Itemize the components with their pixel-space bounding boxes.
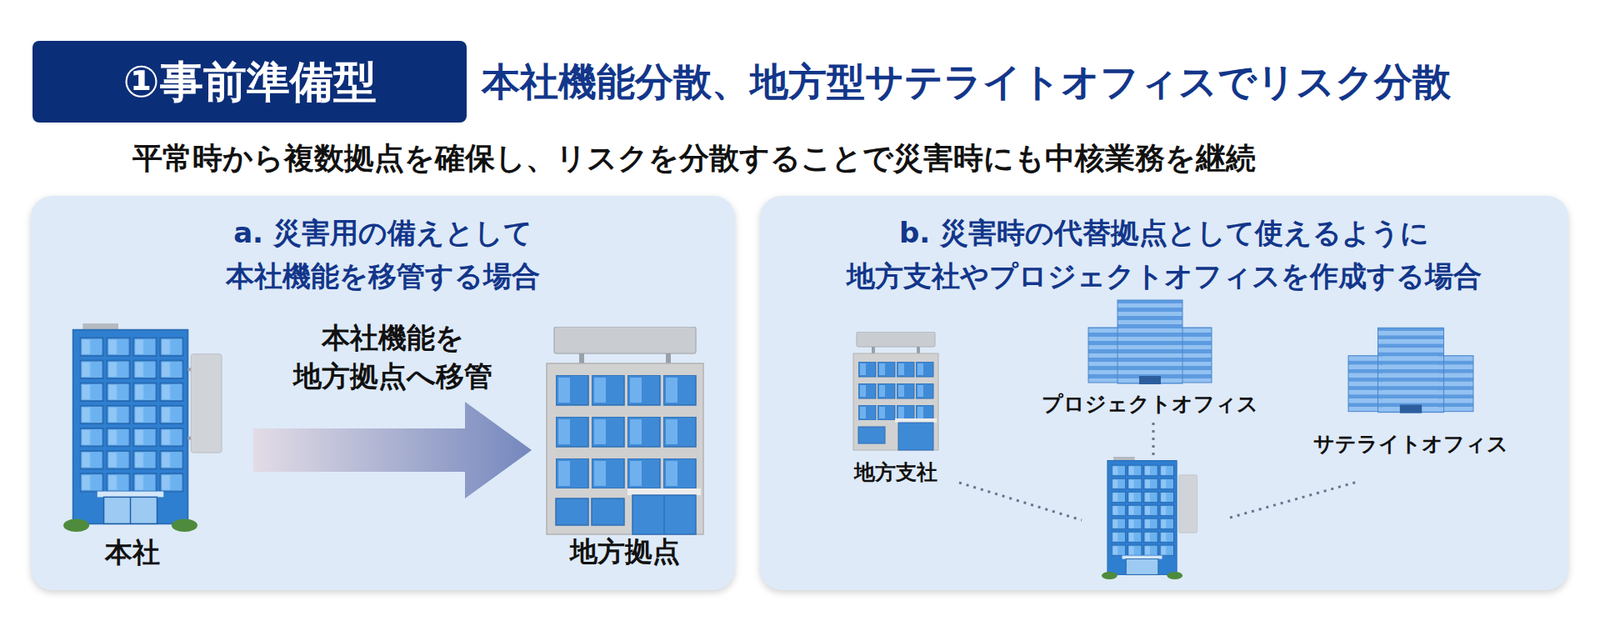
office-building [1347,326,1475,417]
case-panel: b. 災害時の代替拠点として使えるように 地方支社やプロジェクトオフィスを作成す… [760,195,1569,590]
branch-building [856,331,935,347]
subtitle: 平常時から複数拠点を確保し、リスクを分散することで災害時にも中核業務を継続 [132,138,1256,179]
local-building [663,495,665,535]
branch-building [858,426,885,444]
branch-building [895,418,937,423]
local-building [579,353,585,364]
local-building [546,363,704,535]
arrow-label: 本社機能を 地方拠点へ移管 [267,318,518,395]
office-building [1377,327,1444,412]
building-node: サテライトオフィス [1306,323,1515,457]
building-node: 本社 [55,323,242,570]
branch-building [853,353,939,450]
local-building [555,498,589,525]
headline: 本社機能分散、地方型サテライトオフィスでリスク分散 [481,58,1451,105]
branch-building [898,422,934,450]
transfer-arrow [253,401,532,499]
hq-building [63,323,225,532]
panel-heading: a. 災害用の備えとして 本社機能を移管する場合 [133,210,634,298]
building-label: 地方支社 [854,460,938,485]
building-node: プロジェクトオフィス [1037,295,1263,417]
branch-building [858,361,935,420]
office-building [1088,327,1122,383]
building-label: プロジェクトオフィス [1041,391,1259,417]
building-label: 本社 [105,535,160,570]
local-building [627,488,701,495]
hq-building [63,518,90,532]
center-hq-building [1101,456,1198,580]
case-panel: a. 災害用の備えとして 本社機能を移管する場合 本社 [30,195,735,590]
hq-building [171,518,198,532]
building-label: 地方拠点 [570,535,680,569]
hq-building [190,354,222,453]
building-node: 地方拠点 [541,326,709,569]
office-building [1400,405,1422,414]
local-building [591,498,625,525]
office-building [1139,375,1161,385]
local-building [555,375,700,489]
building-label: サテライトオフィス [1313,431,1509,457]
local-building [665,353,671,364]
hq-building [130,496,131,524]
center-hq-building [1178,475,1197,534]
panel-heading: b. 災害時の代替拠点として使えるように 地方支社やプロジェクトオフィスを作成す… [772,210,1556,298]
office-building [1087,299,1213,388]
local-building [632,495,696,535]
dotted-link [1152,422,1155,458]
center-hq-building [1107,460,1177,575]
title-box: ①事前準備型 [32,40,467,123]
building-node: 地方支社 [841,331,950,485]
hq-building [97,491,164,498]
hq-building [104,496,158,524]
center-hq-building [1122,555,1163,560]
office-building [1348,355,1383,412]
office-building [1178,327,1212,383]
local-building [554,326,696,354]
branch-building [916,346,920,354]
center-hq-building [1125,559,1159,575]
local-building [545,326,705,535]
center-hq-building [1166,571,1183,580]
hq-building [79,336,186,495]
center-hq-building [1111,464,1176,558]
dotted-link [959,482,1082,520]
branch-building [850,331,942,451]
hq-building [73,330,189,525]
office-building [1439,355,1474,412]
title-box-text: ①事前準備型 [122,55,376,108]
center-hq-building [1101,571,1118,580]
office-building [1117,300,1183,384]
branch-building [871,346,875,354]
dotted-link [1230,481,1358,518]
